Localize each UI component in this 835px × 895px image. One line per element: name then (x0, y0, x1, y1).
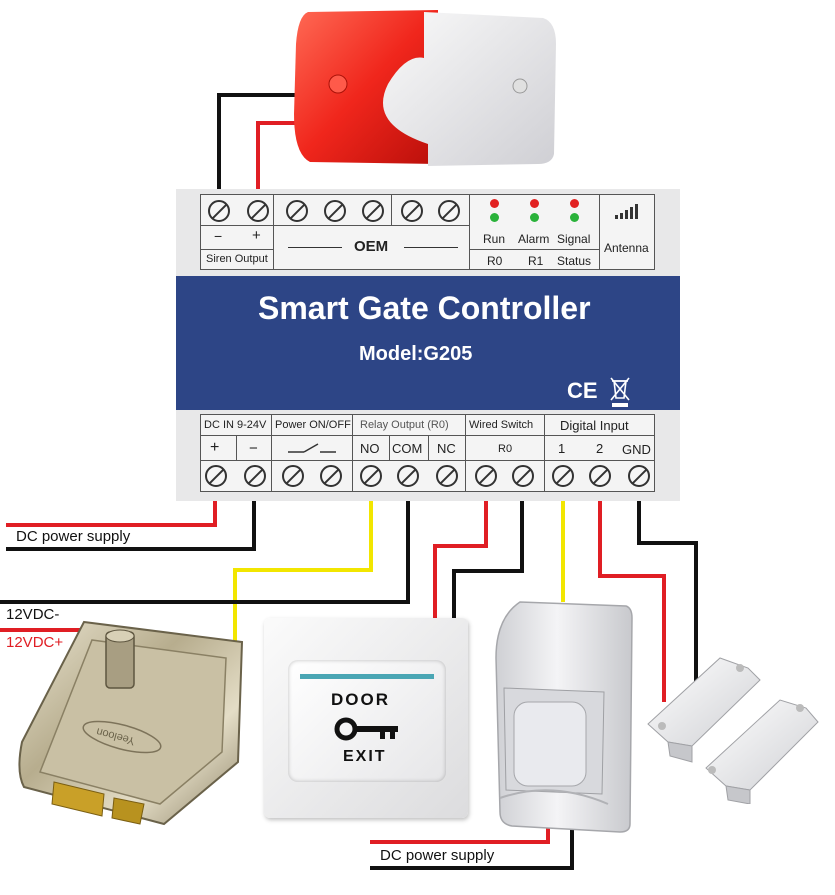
terminal-input-1 (552, 465, 574, 487)
terminal-power-2 (320, 465, 342, 487)
led-divider (469, 249, 600, 250)
led-signal-green (570, 213, 579, 222)
controller-title: Smart Gate Controller (258, 290, 591, 326)
relay-com-wire-black (0, 498, 410, 604)
digital-input-label: Digital Input (560, 418, 629, 433)
led-run-green (490, 213, 499, 222)
exit-label: EXIT (343, 748, 387, 765)
terminal-relay-nc (436, 465, 458, 487)
terminal-siren-minus (208, 200, 230, 222)
top-divider-2 (200, 249, 274, 250)
ws-r0-label: R0 (498, 443, 513, 455)
led-alarm-green (530, 213, 539, 222)
status-label: Status (557, 254, 592, 268)
oem-line-right (404, 247, 458, 248)
antenna-label: Antenna (604, 241, 649, 255)
siren-icon (294, 10, 556, 166)
gnd-wire-black (637, 498, 698, 682)
r0-label: R0 (487, 254, 503, 268)
terminal-dc-plus (205, 465, 227, 487)
oem-label: OEM (354, 238, 389, 255)
terminal-input-2 (589, 465, 611, 487)
dc-plus-label: + (210, 439, 220, 456)
gnd-label: GND (622, 442, 651, 457)
terminal-siren-plus (247, 200, 269, 222)
terminal-switch-2 (512, 465, 534, 487)
input2-wire-red (598, 498, 666, 702)
input1-label: 1 (558, 441, 566, 456)
relay-sep-1 (389, 436, 390, 460)
relay-output-label: Relay Output (R0) (360, 419, 449, 431)
controller-blue-panel (176, 276, 680, 410)
dc-power-supply-label: DC power supply (16, 528, 131, 545)
terminal-oem-3 (362, 200, 384, 222)
siren-minus-label: − (214, 228, 223, 244)
exit-button-face (288, 660, 446, 782)
oem-line-left (288, 247, 342, 248)
exit-button-stripe (300, 674, 434, 679)
terminal-oem-1 (286, 200, 308, 222)
terminal-switch-1 (475, 465, 497, 487)
alarm-label: Alarm (518, 232, 550, 246)
no-label: NO (360, 441, 380, 456)
dc-minus-label: − (249, 440, 258, 457)
weee-bin-icon (610, 377, 630, 407)
terminal-relay-com (397, 465, 419, 487)
switch-wire-red (433, 498, 488, 622)
terminal-dc-minus (244, 465, 266, 487)
input2-label: 2 (596, 441, 604, 456)
terminal-power-1 (282, 465, 304, 487)
dc-in-label: DC IN 9-24V (204, 419, 267, 431)
run-label: Run (483, 232, 506, 246)
electric-lock-icon (18, 620, 244, 826)
oem-sep (391, 194, 392, 226)
power-onoff-label: Power ON/OFF (275, 419, 351, 431)
digital-input-block (544, 414, 655, 492)
ce-mark: CE (567, 378, 598, 403)
signal-label: Signal (557, 232, 591, 246)
relay-no-wire-yellow (233, 498, 373, 642)
door-contact-icon (647, 657, 819, 804)
switch-wire-black (452, 498, 524, 622)
pir-wire-black (370, 816, 574, 870)
bottom-divider-1 (200, 435, 655, 436)
top-divider (200, 225, 470, 226)
antenna-block (599, 194, 655, 270)
dc-sep (236, 436, 237, 460)
switch-symbol-icon (288, 443, 336, 453)
dc-wire-red (6, 488, 217, 527)
terminal-oem-2 (324, 200, 346, 222)
led-alarm-red (530, 199, 539, 208)
pir-power-supply-label: DC power supply (380, 847, 495, 864)
siren-wire-red (256, 121, 302, 210)
terminal-oem-5 (438, 200, 460, 222)
dc-wire-black (6, 488, 256, 551)
door-label: DOOR (331, 690, 390, 709)
v12-plus-label: 12VDC+ (6, 634, 64, 651)
siren-plus-label: + (252, 227, 261, 244)
led-signal-red (570, 199, 579, 208)
siren-wire-black (217, 93, 302, 210)
pir-sensor-icon (495, 601, 633, 833)
terminal-relay-no (360, 465, 382, 487)
led-run-red (490, 199, 499, 208)
relay-sep-2 (428, 436, 429, 460)
bottom-divider-2 (200, 460, 655, 461)
nc-label: NC (437, 441, 456, 456)
key-icon (334, 717, 398, 741)
wired-switch-label: Wired Switch (469, 419, 534, 431)
v12-minus-label: 12VDC- (6, 606, 60, 623)
terminal-gnd (628, 465, 650, 487)
terminal-oem-4 (401, 200, 423, 222)
r1-label: R1 (528, 254, 544, 268)
com-label: COM (392, 441, 423, 456)
signal-bars-icon (615, 204, 638, 219)
controller-model: Model:G205 (359, 343, 473, 365)
siren-output-label: Siren Output (206, 253, 268, 265)
